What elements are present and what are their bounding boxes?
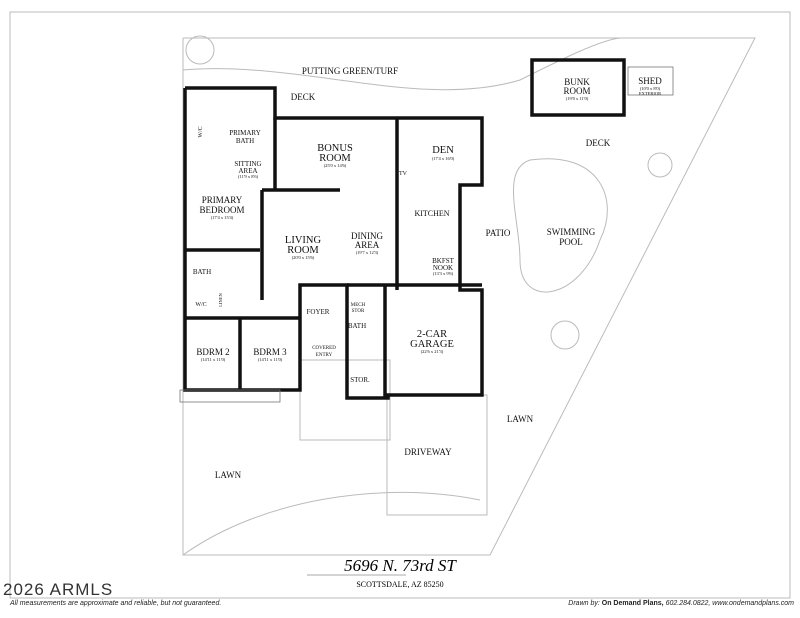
label-primary-bedroom: PRIMARY (202, 195, 243, 205)
tree-icon (550, 320, 580, 350)
address-title: 5696 N. 73rd ST (344, 556, 456, 575)
dim-bdrm2: (14'11 x 11'0) (201, 357, 226, 362)
label-linen: LINEN (218, 293, 223, 307)
disclaimer: All measurements are approximate and rel… (10, 600, 222, 607)
label-stor: STOR. (350, 376, 370, 384)
label-covered-entry: COVERED (312, 346, 336, 351)
label-lawn-right: LAWN (507, 414, 534, 424)
dim-shed: (10'0 x 8'0) (640, 86, 661, 91)
label-living-room-2: ROOM (287, 245, 319, 256)
dim-bonus-room: (25'0 x 14'6) (324, 163, 347, 168)
label-bkfst-nook: BKFST (432, 257, 455, 265)
label-putting-green: PUTTING GREEN/TURF (302, 66, 398, 76)
label-primary-bath-2: BATH (236, 137, 254, 145)
label-bdrm3: BDRM 3 (253, 347, 287, 357)
dim-primary-bedroom: (17'4 x 15'4) (211, 215, 234, 220)
label-foyer: FOYER (307, 308, 330, 316)
label-wic1: W/C (198, 126, 204, 137)
label-deck-top: DECK (291, 92, 316, 102)
label-garage: 2-CAR (417, 329, 447, 340)
note-shed: EXTERIOR (639, 91, 661, 96)
credit-contact: 602.284.0822, www.ondemandplans.com (665, 600, 794, 607)
label-covered-entry-2: ENTRY (316, 353, 333, 358)
label-bunk-room-2: ROOM (563, 86, 590, 96)
label-bonus-room: BONUS (317, 143, 353, 154)
walls (179, 58, 674, 403)
landscape (9, 11, 791, 599)
label-sitting-area: SITTING (234, 160, 261, 168)
label-bunk-room: BUNK (564, 77, 590, 87)
dim-bdrm3: (14'11 x 11'0) (258, 357, 283, 362)
label-wic2: W/C (195, 302, 206, 308)
label-pool-2: POOL (559, 237, 583, 247)
label-shed: SHED (638, 76, 662, 86)
label-den: DEN (432, 145, 454, 156)
label-primary-bedroom-2: BEDROOM (199, 205, 244, 215)
address-city: SCOTTSDALE, AZ 85250 (356, 580, 444, 589)
label-bonus-room-2: ROOM (319, 153, 351, 164)
label-garage-2: GARAGE (410, 339, 454, 350)
dim-den: (17'4 x 16'0) (432, 156, 455, 161)
dim-sitting-area: (11'9 x 8'6) (238, 174, 259, 179)
room-labels: PUTTING GREEN/TURF DECK DECK BUNK ROOM (… (193, 66, 662, 576)
label-bdrm2: BDRM 2 (196, 347, 229, 357)
label-lawn-left: LAWN (215, 470, 242, 480)
dim-bunk-room: (19'0 x 11'0) (566, 96, 589, 101)
label-mech-stor-2: STOR (352, 309, 365, 314)
credit-company: On Demand Plans, (601, 600, 664, 607)
tree-icon (647, 152, 673, 178)
dim-dining-area: (19'7 x 12'3) (356, 250, 379, 255)
label-primary-bath: PRIMARY (229, 129, 261, 137)
label-bath1: BATH (193, 268, 211, 276)
label-kitchen: KITCHEN (414, 209, 449, 218)
label-bkfst-nook-2: NOOK (433, 264, 453, 272)
label-pool: SWIMMING (547, 227, 596, 237)
credit: Drawn by: On Demand Plans, 602.284.0822,… (568, 600, 794, 607)
dim-living-room: (20'0 x 15'6) (292, 255, 315, 260)
label-sitting-area-2: AREA (238, 167, 257, 175)
label-living-room: LIVING (285, 235, 322, 246)
label-dining-area: DINING (351, 231, 383, 241)
label-bath2: BATH (348, 322, 366, 330)
label-deck-right: DECK (586, 138, 611, 148)
dim-bkfst-nook: (13'3 x 9'6) (433, 271, 454, 276)
tree-icon (185, 35, 215, 65)
label-dining-area-2: AREA (355, 240, 380, 250)
credit-prefix: Drawn by: (568, 600, 600, 607)
label-driveway: DRIVEWAY (404, 447, 452, 457)
label-mech-stor: MECH (351, 303, 366, 308)
dim-garage: (22'6 x 21'3) (421, 349, 444, 354)
watermark: 2026 ARMLS (3, 580, 114, 599)
label-patio: PATIO (486, 228, 511, 238)
label-tv: TV (399, 171, 408, 177)
